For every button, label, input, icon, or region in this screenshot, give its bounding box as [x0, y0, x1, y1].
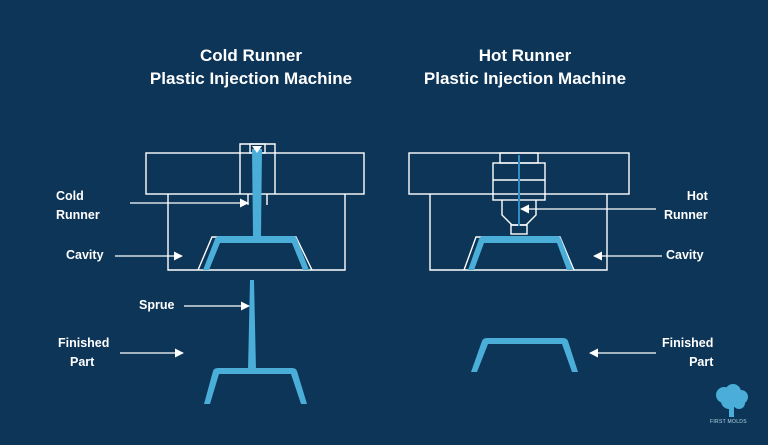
cold-finished-part: [204, 280, 307, 404]
hot-runner-title: Hot Runner Plastic Injection Machine: [382, 44, 668, 90]
cold-cavity-fill: [203, 236, 309, 270]
hot-runner-label-line2: Runner: [664, 208, 708, 222]
cold-sprue-solid: [248, 280, 256, 370]
hot-finished-part: [471, 338, 578, 372]
cold-part-shape: [204, 368, 307, 404]
callout-arrows: [115, 198, 662, 358]
hot-runner-plastic: [468, 236, 573, 270]
cold-cavity-plate: [167, 194, 346, 271]
cold-finished-line2: Part: [70, 355, 95, 369]
hot-gate: [510, 224, 528, 235]
hot-cavity-label: Cavity: [666, 248, 704, 262]
hot-title-line1: Hot Runner: [478, 46, 572, 65]
cold-runner-channel: [252, 149, 262, 236]
cold-cavity-label: Cavity: [66, 248, 104, 262]
cold-runner-label: Cold Runner: [56, 187, 100, 225]
cold-runner-label-line2: Runner: [56, 208, 100, 222]
hot-finished-line2: Part: [689, 355, 714, 369]
hot-runner-label-line1: Hot: [686, 189, 708, 203]
cold-title-line1: Cold Runner: [200, 46, 302, 65]
hot-finished-part-label: Finished Part: [662, 334, 713, 372]
cold-title-line2: Plastic Injection Machine: [149, 69, 353, 88]
cold-finished-part-label: Finished Part: [58, 334, 109, 372]
cold-finished-line1: Finished: [58, 336, 110, 350]
cold-runner-label-line1: Cold: [56, 189, 84, 203]
hot-cavity-plate: [429, 194, 608, 271]
tree-icon: [716, 384, 748, 417]
hot-title-line2: Plastic Injection Machine: [423, 69, 627, 88]
cold-runner-plastic: [203, 149, 309, 270]
cold-nozzle-tip: [252, 146, 262, 153]
hot-cavity-fill: [468, 236, 573, 270]
sprue-label: Sprue: [139, 298, 175, 312]
hot-finished-line1: Finished: [662, 336, 714, 350]
logo-text: FIRST MOLDS: [710, 419, 747, 425]
cold-runner-title: Cold Runner Plastic Injection Machine: [108, 44, 394, 90]
hot-runner-label: Hot Runner: [664, 187, 708, 225]
